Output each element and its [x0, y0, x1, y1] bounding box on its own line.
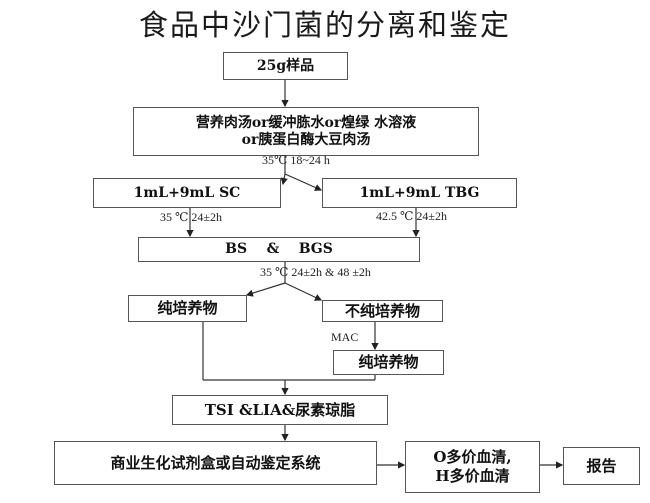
node-tsi-lia-urea-label: TSI &LIA&尿素琼脂	[204, 400, 356, 419]
node-report-label: 报告	[586, 456, 617, 475]
node-impure-culture: 不纯培养物	[322, 300, 443, 322]
node-bs-bgs-label: BS & BGS	[225, 241, 333, 257]
node-report: 报告	[563, 447, 640, 485]
node-sc: 1mL+9mL SC	[93, 178, 281, 208]
node-pre-enrichment-line1: 营养肉汤or缓冲胨水or煌绿 水溶液	[195, 114, 417, 131]
node-sample-label: 25g样品	[256, 57, 315, 74]
node-serum-line2: H多价血清	[435, 467, 510, 485]
arrow-to-pure	[245, 282, 286, 297]
label-plate-condition: 35 ℃ 24±2h & 48 ±2h	[260, 265, 371, 279]
page-title: 食品中沙门菌的分离和鉴定	[138, 8, 511, 42]
node-pre-enrichment: 营养肉汤or缓冲胨水or煌绿 水溶液 or胰蛋白酶大豆肉汤	[133, 107, 479, 156]
node-pure-culture-label: 纯培养物	[157, 299, 218, 317]
node-impure-culture-label: 不纯培养物	[344, 301, 420, 320]
node-sc-label: 1mL+9mL SC	[133, 184, 241, 201]
node-biochem-identification-label: 商业生化试剂盒或自动鉴定系统	[110, 453, 321, 472]
node-tbg: 1mL+9mL TBG	[322, 178, 517, 208]
node-bs-bgs: BS & BGS	[138, 237, 420, 262]
node-pure-culture: 纯培养物	[128, 295, 247, 322]
arrow-to-tbg	[284, 173, 323, 191]
node-pure-culture-2: 纯培养物	[333, 350, 444, 375]
node-sample: 25g样品	[223, 52, 348, 80]
node-pre-enrichment-line2: or胰蛋白酶大豆肉汤	[241, 131, 371, 148]
label-sc-condition: 35 ℃ 24±2h	[160, 210, 223, 224]
node-tsi-lia-urea: TSI &LIA&尿素琼脂	[172, 395, 388, 425]
label-pre-enrich-condition: 35℃ 18~24 h	[262, 153, 330, 167]
arrow-to-impure	[284, 282, 323, 301]
node-pure-culture-2-label: 纯培养物	[358, 353, 419, 371]
node-tbg-label: 1mL+9mL TBG	[359, 184, 480, 201]
label-mac: MAC	[331, 330, 359, 344]
arrow-to-sc	[280, 173, 288, 186]
node-biochem-identification: 商业生化试剂盒或自动鉴定系统	[54, 441, 377, 485]
node-serum-line1: O多价血清,	[433, 448, 512, 466]
label-tbg-condition: 42.5 ℃ 24±2h	[376, 209, 448, 223]
node-serum: O多价血清, H多价血清	[405, 441, 540, 493]
